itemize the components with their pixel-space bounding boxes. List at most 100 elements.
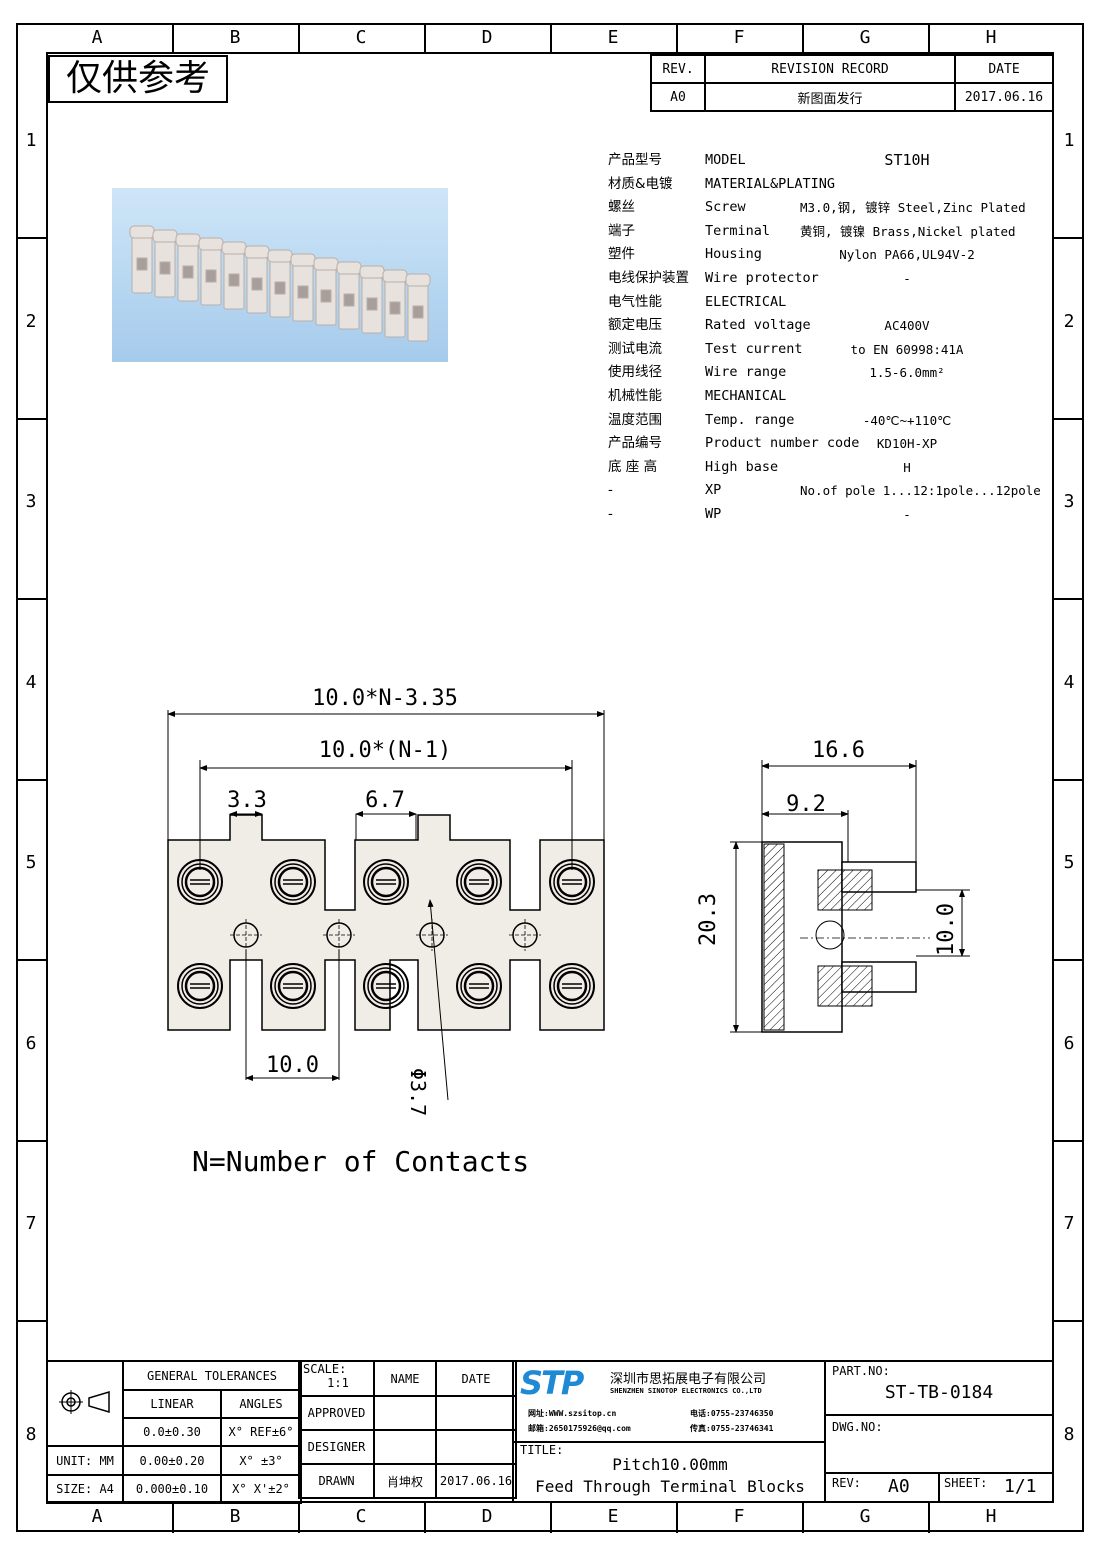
company-logo: STP <box>520 1364 584 1402</box>
tol-linear: 0.0±0.30 <box>122 1417 222 1447</box>
scale-cell: SCALE: 1:1 <box>298 1360 375 1397</box>
part-no-cell: PART.NO: ST-TB-0184 <box>824 1360 1054 1416</box>
approval-table: SCALE: 1:1 NAME DATE APPROVED DESIGNER D… <box>298 1360 517 1499</box>
tol-linear: 0.000±0.10 <box>122 1474 222 1504</box>
drawn-label: DRAWN <box>298 1463 375 1499</box>
spec-value: AC400V <box>884 318 930 334</box>
tel-label: 电话: <box>690 1409 711 1418</box>
zone-number: 1 <box>1063 130 1075 151</box>
spec-en: Terminal <box>705 222 771 239</box>
spec-cn: - <box>608 505 613 522</box>
spec-value: -40℃~+110℃ <box>862 412 952 428</box>
spec-en: Screw <box>705 199 746 216</box>
zone-letter: D <box>481 1506 493 1527</box>
zone-number: 7 <box>25 1213 37 1234</box>
spec-cn: 额定电压 <box>608 317 662 334</box>
spec-cn: 产品编号 <box>608 435 662 452</box>
spec-cn: - <box>608 482 613 499</box>
terminal-block-photo-illustration <box>129 225 431 342</box>
spec-cn: 机械性能 <box>608 387 662 404</box>
spec-cn: 测试电流 <box>608 340 662 357</box>
linear-header: LINEAR <box>122 1389 222 1419</box>
fax-label: 传真: <box>690 1424 711 1433</box>
housing-outline <box>167 814 605 1031</box>
spec-en: MODEL <box>705 152 746 168</box>
spec-en: Rated voltage <box>705 317 811 334</box>
sheet-cell: SHEET: 1/1 <box>940 1472 1054 1503</box>
zone-letter: C <box>355 1506 367 1527</box>
spec-value: KD10H-XP <box>876 436 938 452</box>
zone-number: 3 <box>25 491 37 512</box>
spec-value: 1.5-6.0mm² <box>869 365 945 381</box>
zone-letter: E <box>607 27 619 48</box>
spec-cn: 温度范围 <box>608 411 662 428</box>
mail-label: 邮箱: <box>528 1424 549 1433</box>
angles-header: ANGLES <box>220 1389 302 1419</box>
company-block: STP 深圳市思拓展电子有限公司 SHENZHEN SINOTOP ELECTR… <box>512 1360 826 1443</box>
spec-value: to EN 60998:41A <box>850 341 964 357</box>
spec-cn: 塑件 <box>608 246 635 263</box>
company-tel: 电话:0755-23746350 <box>690 1408 773 1419</box>
spec-cn: 材质&电镀 <box>608 175 673 192</box>
company-fax: 传真:0755-23746341 <box>690 1423 773 1434</box>
part-no-label: PART.NO: <box>832 1364 890 1378</box>
projection-symbol-cell <box>46 1360 124 1447</box>
spec-cn: 电线保护装置 <box>608 269 689 286</box>
spec-value <box>800 291 1014 315</box>
dwg-no-cell: DWG.NO: <box>824 1414 1054 1474</box>
approved-label: APPROVED <box>298 1395 375 1431</box>
scale-value: 1:1 <box>327 1376 349 1390</box>
spec-cn: 螺丝 <box>608 199 635 216</box>
spec-cn: 产品型号 <box>608 152 662 168</box>
front-view-drawing <box>167 710 605 1101</box>
zone-letter: F <box>733 1506 745 1527</box>
approved-name <box>373 1395 437 1431</box>
dwg-no-label: DWG.NO: <box>832 1420 883 1434</box>
approved-date <box>435 1395 517 1431</box>
designer-name <box>373 1429 437 1465</box>
zone-number: 2 <box>25 311 37 332</box>
company-mail: 邮箱:2650175926@qq.com <box>528 1423 631 1434</box>
web-value: WWW.szsitop.cn <box>548 1409 617 1418</box>
dim-side-inner: 9.2 <box>786 792 826 817</box>
tolerance-table: GENERAL TOLERANCES LINEAR ANGLES 0.0±0.3… <box>46 1360 302 1504</box>
rev-cell: REV: A0 <box>824 1472 940 1503</box>
fax-value: 0755-23746341 <box>710 1424 774 1433</box>
zone-letter: C <box>355 27 367 48</box>
spec-en: Test current <box>705 340 803 357</box>
spec-value: Nylon PA66,UL94V-2 <box>839 247 975 263</box>
spec-value: - <box>903 506 911 522</box>
tol-linear: 0.00±0.20 <box>122 1445 222 1476</box>
zone-letter: A <box>91 27 103 48</box>
zone-number: 4 <box>25 672 37 693</box>
title-label: TITLE: <box>520 1443 564 1457</box>
revision-record-value: 新图面发行 <box>704 82 956 112</box>
zone-number: 7 <box>1063 1213 1075 1234</box>
zone-number: 1 <box>25 130 37 151</box>
spec-cn: 使用线径 <box>608 364 662 381</box>
spec-en: MECHANICAL <box>705 387 787 404</box>
side-view-drawing <box>730 760 970 1033</box>
spec-en: Temp. range <box>705 411 795 428</box>
zone-number: 5 <box>25 852 37 873</box>
sheet-value: 1/1 <box>1004 1476 1037 1497</box>
spec-cn: 端子 <box>608 222 635 239</box>
zone-letter: H <box>985 27 997 48</box>
spec-value-model: ST10H <box>884 151 930 169</box>
tol-angle: X° REF±6° <box>220 1417 302 1447</box>
zone-number: 4 <box>1063 672 1075 693</box>
zone-letter: G <box>859 1506 871 1527</box>
rev-header: REV. <box>650 54 706 84</box>
title-line-1: Pitch10.00mm <box>612 1455 728 1474</box>
date-header: DATE <box>954 54 1054 84</box>
spec-value: H <box>903 459 911 475</box>
rev-label: REV: <box>832 1476 861 1490</box>
web-label: 网址: <box>528 1409 549 1418</box>
contacts-note: N=Number of Contacts <box>192 1145 530 1178</box>
dim-overall: 10.0*N-3.35 <box>312 686 458 711</box>
spec-value-column: ST10H M3.0,钢, 镀锌 Steel,Zinc Plated 黄铜, 镀… <box>800 149 1041 527</box>
dim-slot-small: 3.3 <box>227 788 267 813</box>
spec-value: - <box>903 270 911 286</box>
revision-table: REV. REVISION RECORD DATE A0 新图面发行 2017.… <box>650 54 1054 112</box>
part-no-value: ST-TB-0184 <box>884 1382 994 1403</box>
